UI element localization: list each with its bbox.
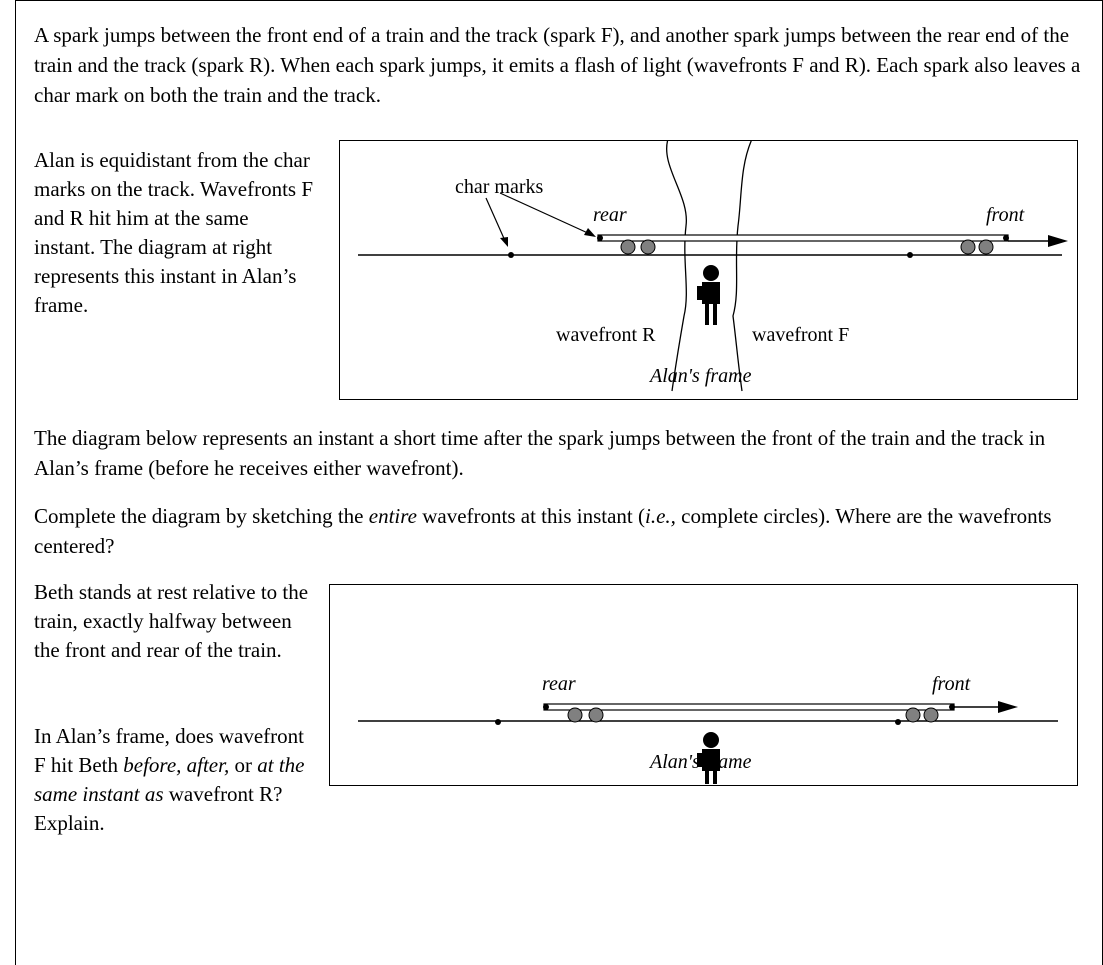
track-char-mark-front xyxy=(907,252,913,258)
frame-label: Alan's frame xyxy=(648,751,752,773)
front-label: front xyxy=(932,673,971,695)
frame-label: Alan's frame xyxy=(648,365,752,387)
train-char-mark-front xyxy=(949,704,955,710)
train-wheel xyxy=(620,239,636,255)
train-wheel xyxy=(905,707,921,723)
alan-description: Alan is equidistant from the char marks … xyxy=(34,148,314,317)
track-char-mark-rear xyxy=(508,252,514,258)
diagram-alan-frame-2: rear front Alan's frame xyxy=(329,584,1078,786)
beth-description: Beth stands at rest relative to the trai… xyxy=(34,580,309,662)
wavefront-r-curve xyxy=(666,141,687,392)
diagram-alan-frame-1: char marks rear front wavefront R wavefr… xyxy=(339,140,1078,400)
direction-arrow-head xyxy=(1048,235,1068,247)
wavefront-f-curve xyxy=(732,141,752,392)
train-wheel xyxy=(567,707,583,723)
rear-label: rear xyxy=(593,204,627,226)
train-wheel xyxy=(640,239,656,255)
track-char-mark-rear xyxy=(495,719,501,725)
char-mark-pointer-2 xyxy=(499,192,591,235)
track-char-mark-front xyxy=(895,719,901,725)
train-wheel xyxy=(978,239,994,255)
diagram-2-svg: rear front Alan's frame xyxy=(358,673,1058,784)
train-wheel xyxy=(588,707,604,723)
char-mark-pointer-2-head xyxy=(584,228,596,237)
train-char-mark-rear xyxy=(597,235,603,241)
wavefront-r-label: wavefront R xyxy=(556,324,656,346)
front-label: front xyxy=(986,204,1025,226)
question-text: In Alan’s frame, does wavefront F hit Be… xyxy=(34,724,305,835)
train-body xyxy=(543,703,955,711)
train-wheel xyxy=(960,239,976,255)
diagram-1-svg: char marks rear front wavefront R wavefr… xyxy=(358,141,1068,392)
intro-paragraph: A spark jumps between the front end of a… xyxy=(34,23,1081,107)
train-wheel xyxy=(923,707,939,723)
instructions: Complete the diagram by sketching the en… xyxy=(34,504,1052,558)
char-mark-pointer-1-head xyxy=(500,237,508,247)
beth-figure xyxy=(697,732,720,784)
char-marks-label: char marks xyxy=(455,176,544,198)
wavefront-f-label: wavefront F xyxy=(752,324,849,346)
rear-label: rear xyxy=(542,673,576,695)
alan-figure xyxy=(697,265,720,325)
train-char-mark-rear xyxy=(543,704,549,710)
instant-description: The diagram below represents an instant … xyxy=(34,426,1046,480)
direction-arrow-head xyxy=(998,701,1018,713)
train-body xyxy=(597,234,1009,242)
char-mark-pointer-1 xyxy=(485,197,507,244)
train-char-mark-front xyxy=(1003,235,1009,241)
